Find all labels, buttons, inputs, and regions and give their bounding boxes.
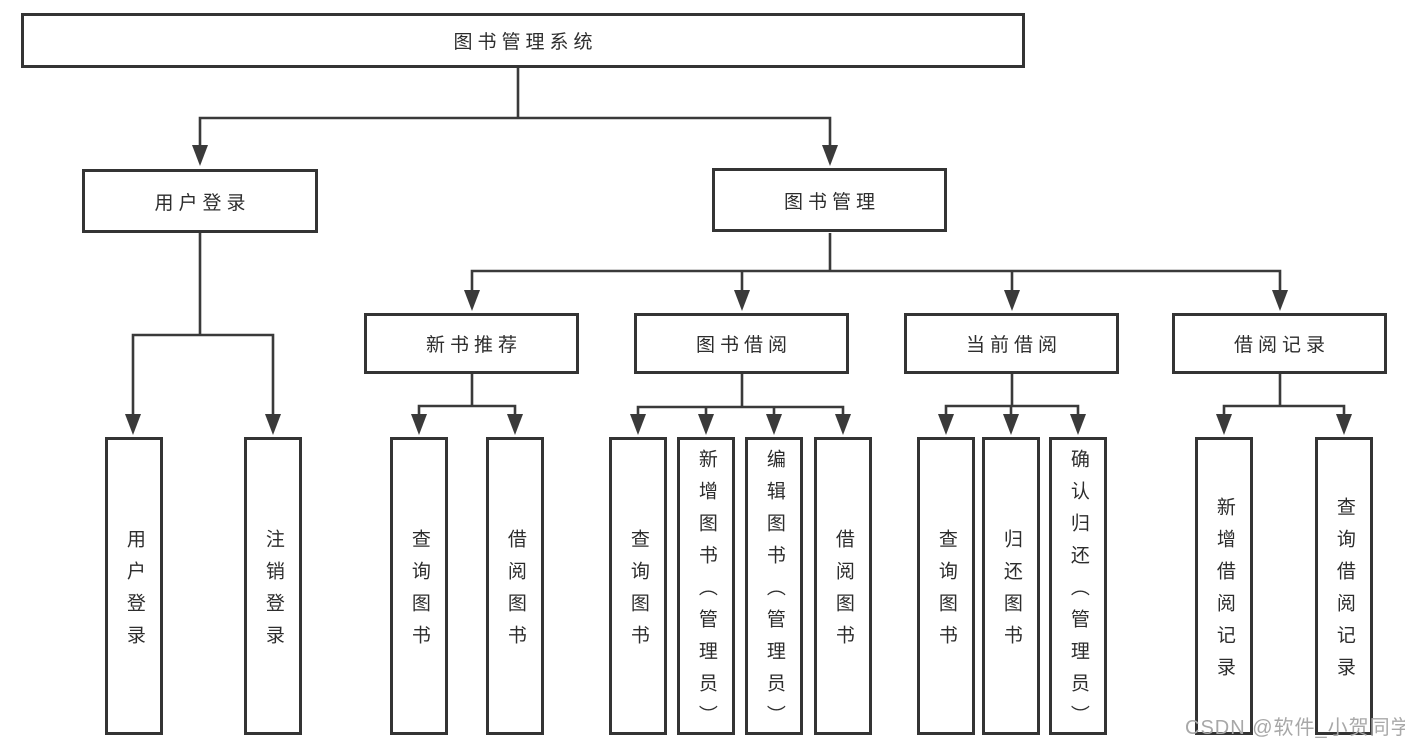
leaf-query-books-current: 查询图书 [917,437,975,735]
leaf-query-books-recommend-label: 查询图书 [408,528,430,657]
leaf-add-borrow-record: 新增借阅记录 [1195,437,1253,735]
node-root-label: 图书管理系统 [453,32,598,53]
node-new-book-recommend-label: 新书推荐 [425,335,522,356]
node-book-management-label: 图书管理 [783,191,880,213]
leaf-logout-label: 注销登录 [262,528,284,657]
node-new-book-recommend: 新书推荐 [364,313,579,374]
leaf-borrow-books-recommend-label: 借阅图书 [504,528,526,657]
node-current-borrowing: 当前借阅 [904,313,1119,374]
leaf-add-borrow-record-label: 新增借阅记录 [1213,496,1235,689]
leaf-confirm-return-admin: 确认归还（管理员） [1049,437,1107,737]
node-book-borrowing-label: 图书借阅 [695,335,792,356]
leaf-query-books-borrowing-label: 查询图书 [627,528,649,657]
leaf-confirm-return-admin-label: 确认归还（管理员） [1067,448,1089,737]
node-user-login-label: 用户登录 [154,192,251,214]
leaf-borrow-books-borrowing-label: 借阅图书 [832,528,854,657]
leaf-query-books-borrowing: 查询图书 [609,437,667,735]
node-book-management: 图书管理 [712,168,947,232]
leaf-edit-book-admin-label: 编辑图书（管理员） [763,448,785,737]
leaf-borrow-books-borrowing: 借阅图书 [814,437,872,735]
node-borrowing-records: 借阅记录 [1172,313,1387,374]
leaf-add-book-admin: 新增图书（管理员） [677,437,735,737]
leaf-query-books-recommend: 查询图书 [390,437,448,735]
leaf-query-borrow-record: 查询借阅记录 [1315,437,1373,735]
node-user-login: 用户登录 [82,169,318,233]
leaf-edit-book-admin: 编辑图书（管理员） [745,437,803,737]
node-book-borrowing: 图书借阅 [634,313,849,374]
node-root-system: 图书管理系统 [21,13,1025,68]
leaf-add-book-admin-label: 新增图书（管理员） [695,448,717,737]
node-borrowing-records-label: 借阅记录 [1233,335,1330,356]
leaf-borrow-books-recommend: 借阅图书 [486,437,544,735]
watermark: CSDN @软件_小贺同学 [1185,717,1405,739]
leaf-return-books: 归还图书 [982,437,1040,735]
node-current-borrowing-label: 当前借阅 [965,335,1062,356]
leaf-user-login-label: 用户登录 [123,528,145,657]
leaf-return-books-label: 归还图书 [1000,528,1022,657]
leaf-logout: 注销登录 [244,437,302,735]
leaf-user-login: 用户登录 [105,437,163,735]
leaf-query-borrow-record-label: 查询借阅记录 [1333,496,1355,689]
leaf-query-books-current-label: 查询图书 [935,528,957,657]
